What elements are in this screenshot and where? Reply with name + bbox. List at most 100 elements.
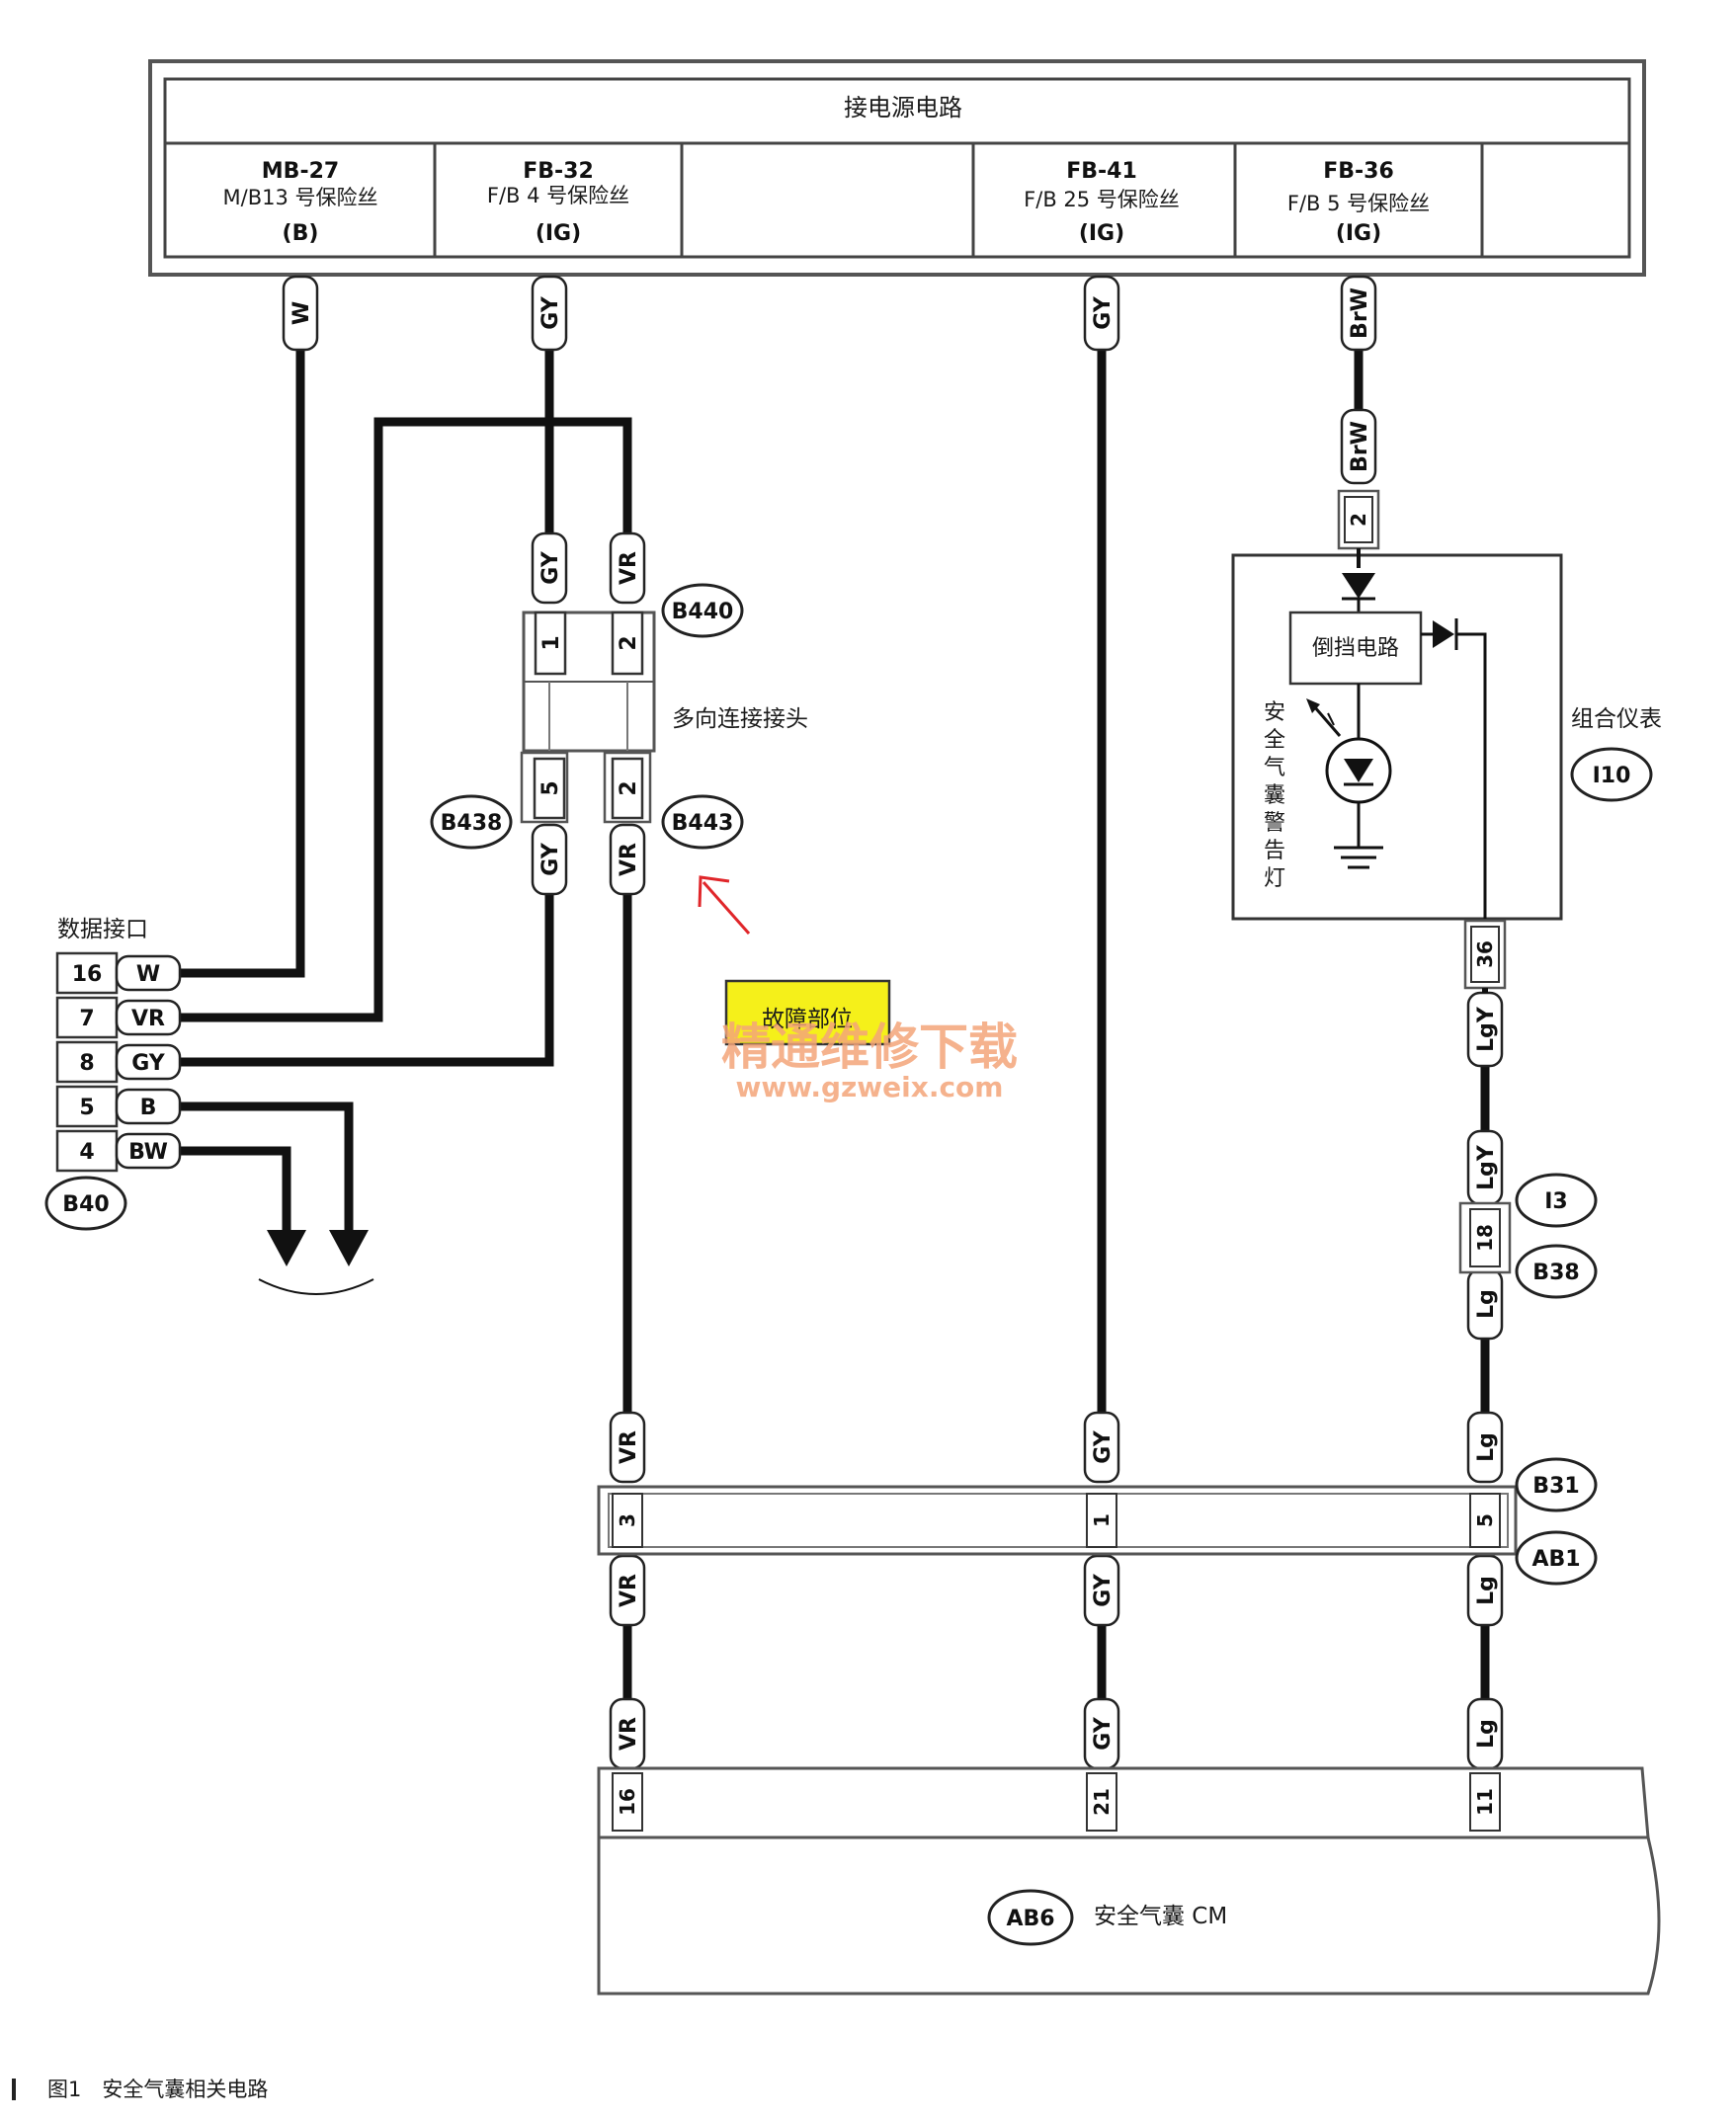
lamp-label-char: 气 <box>1264 756 1285 780</box>
backup-circuit-label: 倒挡电路 <box>1312 636 1399 661</box>
wire-label-lg: Lg <box>1474 1576 1499 1605</box>
power-supply-box: 接电源电路 MB-27 M/B13 号保险丝 (B) FB-32 F/B 4 号… <box>148 59 1646 277</box>
pin-ab6-21: 21 <box>1090 1788 1114 1816</box>
data-link-pin-cell <box>55 1129 119 1173</box>
lamp-label-char: 灯 <box>1264 866 1285 891</box>
connector-b440: B440 <box>672 600 734 624</box>
wire-bw-ground <box>180 1146 291 1230</box>
figure-caption: 图1 安全气囊相关电路 <box>12 2078 268 2101</box>
fuse-mb27-id: MB-27 <box>262 159 339 184</box>
fuse-fb36-id: FB-36 <box>1323 159 1394 184</box>
ground-arrow-icon <box>267 1230 306 1266</box>
data-link-wire-label: GY <box>131 1051 166 1076</box>
wire-label-lgy: LgY <box>1474 1006 1499 1052</box>
pin-b38-18: 18 <box>1473 1224 1497 1252</box>
connector-b40: B40 <box>62 1192 109 1217</box>
fuse-fb36-desc: F/B 5 号保险丝 <box>1287 192 1430 215</box>
connector-i3: I3 <box>1544 1189 1568 1214</box>
pin-b440-1: 1 <box>539 635 564 650</box>
fault-location-box: 故障部位 <box>724 979 891 1046</box>
fuse-fb32-desc: F/B 4 号保险丝 <box>487 184 629 207</box>
connector-b438: B438 <box>441 811 503 836</box>
connector-b443: B443 <box>672 811 734 836</box>
fuse-fb41-type: (IG) <box>1079 221 1124 246</box>
connector-ab1: AB1 <box>1531 1547 1580 1572</box>
data-link-wire-pill <box>115 1043 182 1081</box>
lamp-label-char: 警 <box>1264 811 1285 836</box>
connector-b38: B38 <box>1532 1261 1579 1285</box>
ground-arrow-icon <box>329 1230 369 1266</box>
wire-label-brw: BrW <box>1348 421 1372 472</box>
fuse-fb32-id: FB-32 <box>523 159 594 184</box>
wire-label-vr: VR <box>617 843 641 876</box>
i3-b38-connector: 18 I3 B38 <box>1458 1173 1598 1299</box>
meter-label: 组合仪表 <box>1571 706 1662 732</box>
data-link-wire-pill <box>115 999 182 1036</box>
fuse-mb27-type: (B) <box>283 221 319 246</box>
pin-ab6-16: 16 <box>616 1788 639 1816</box>
pin-b31-1: 1 <box>1090 1513 1114 1527</box>
pin-b31-5: 5 <box>1473 1513 1497 1527</box>
wire-label-w: W <box>289 301 314 325</box>
fuse-fb32-type: (IG) <box>536 221 581 246</box>
lamp-label-char: 全 <box>1264 728 1285 753</box>
wire-label-gy: GY <box>1091 1429 1116 1464</box>
fault-label: 故障部位 <box>762 1007 853 1032</box>
data-link-pin-cell <box>55 1040 119 1084</box>
power-box-title: 接电源电路 <box>844 94 962 122</box>
light-emission-icon <box>1306 698 1342 737</box>
wire-label-vr: VR <box>617 551 641 585</box>
wire-vr-loop <box>180 417 632 1022</box>
fuse-fb36-type: (IG) <box>1336 221 1381 246</box>
data-link-wire-pill <box>115 1088 182 1125</box>
watermark-title: 精通维修下载 <box>721 1018 1018 1076</box>
wire-label-vr: VR <box>617 1574 641 1607</box>
data-link-label: 数据接口 <box>57 917 148 942</box>
data-link-pin-number: 8 <box>79 1051 94 1076</box>
fuse-mb27-desc: M/B13 号保险丝 <box>223 186 378 209</box>
data-link-pin-cell <box>55 1085 119 1128</box>
watermark: 精通维修下载 www.gzweix.com <box>721 1018 1018 1103</box>
pin-b440-2: 2 <box>617 635 641 650</box>
wire-label-gy: GY <box>1091 1573 1116 1607</box>
pin-b443-2: 2 <box>617 780 641 795</box>
data-link-pin-number: 16 <box>72 962 103 987</box>
lamp-label-char: 囊 <box>1264 783 1285 808</box>
fault-arrow-icon <box>698 875 751 935</box>
fuse-fb41-desc: F/B 25 号保险丝 <box>1024 188 1180 211</box>
wire-label-vr: VR <box>617 1717 641 1751</box>
wire-label-lg: Lg <box>1474 1432 1499 1462</box>
wire-label-gy: GY <box>1091 1716 1116 1751</box>
connector-i10: I10 <box>1593 764 1631 788</box>
joint-connector: 1 2 5 2 B440 B438 B443 多向连接接头 <box>430 583 808 850</box>
lamp-label-char: 告 <box>1264 839 1285 863</box>
ground-symbols <box>258 1230 374 1295</box>
wire-label-lgy: LgY <box>1474 1144 1499 1190</box>
pin-i10-2: 2 <box>1347 513 1370 527</box>
lamp-label-char: 安 <box>1264 700 1285 725</box>
joint-label: 多向连接接头 <box>672 706 808 732</box>
wire-label-gy: GY <box>538 550 563 585</box>
pin-ab6-11: 11 <box>1473 1788 1497 1816</box>
data-link-wire-pill <box>115 954 182 992</box>
wire-w <box>180 351 305 978</box>
airbag-cm-label: 安全气囊 CM <box>1094 1904 1227 1929</box>
data-link-pin-cell <box>55 951 119 995</box>
connector-b31: B31 <box>1532 1474 1579 1499</box>
data-link-pin-number: 4 <box>79 1140 94 1165</box>
wire-label-gy: GY <box>1091 295 1116 330</box>
pin-b438-5: 5 <box>538 780 563 795</box>
wires <box>180 351 1490 1699</box>
wire-label-gy: GY <box>538 295 563 330</box>
wire-label-vr: VR <box>617 1430 641 1464</box>
fuse-fb41-id: FB-41 <box>1066 159 1137 184</box>
airbag-cm: 16 21 11 AB6 安全气囊 CM <box>597 1766 1661 1996</box>
data-link-pin-number: 7 <box>79 1007 94 1031</box>
wire-label-brw: BrW <box>1348 287 1372 339</box>
wire-gy-pin8 <box>180 894 554 1067</box>
data-link-wire-label: B <box>140 1096 157 1120</box>
